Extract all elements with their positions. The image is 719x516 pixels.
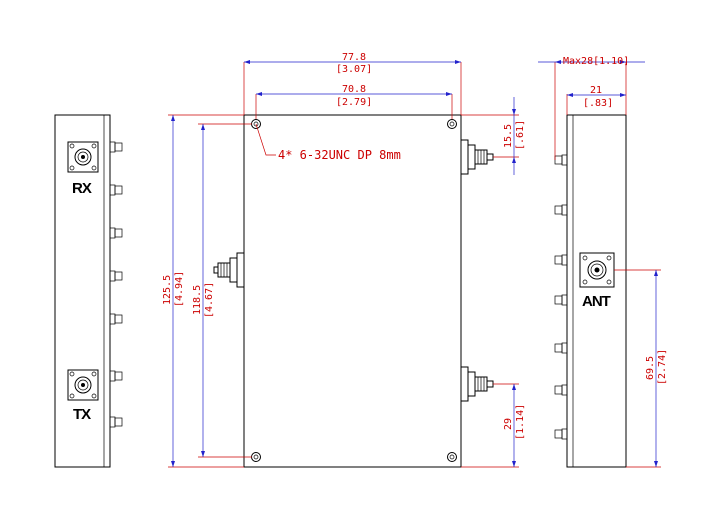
dim-hole-spacing-x: 70.8 [2.79] [255,84,453,119]
tx-connector-icon [67,369,99,401]
dim-height-in: [4.94] [174,271,185,307]
right-side-body [566,114,627,468]
dim-width-in: [3.07] [336,64,372,75]
dim-hole-y-mm: 118.5 [192,285,203,315]
dim-hole-x-in: [2.79] [336,97,372,108]
front-body [243,114,462,468]
mounting-holes [251,119,457,462]
dim-bottom-offset-in: [1.14] [515,404,526,440]
dim-width-mm: 77.8 [342,52,366,63]
dim-top-offset-mm: 15.5 [503,124,514,148]
right-side-view: ANT Max28[1.10] 21 [.83] 69.5 [2.74] [538,56,668,468]
dim-body-depth-in: [.83] [583,98,613,109]
top-sma-connector-icon [460,139,494,175]
left-side-body [54,114,111,468]
dim-hole-y-in: [4.67] [204,282,215,318]
mounting-note-text: 4* 6-32UNC DP 8mm [278,148,401,162]
dim-ant-offset-in: [2.74] [657,349,668,385]
dim-bottom-connector-offset: 29 [1.14] [461,383,526,468]
tx-label: TX [73,406,91,423]
dim-bottom-offset-mm: 29 [503,418,514,430]
left-side-view: RX TX [54,114,123,468]
dim-ant-offset: 69.5 [2.74] [614,269,668,468]
dim-body-depth: 21 [.83] [566,85,626,115]
left-side-screws [109,141,123,428]
dim-hole-x-mm: 70.8 [342,84,366,95]
dim-overall-height: 125.5 [4.94] [162,114,244,468]
bottom-sma-connector-icon [460,366,494,402]
left-sma-connector-icon [213,252,245,288]
dim-height-mm: 125.5 [162,275,173,305]
dim-body-depth-mm: 21 [590,85,602,96]
ant-connector-icon [579,252,615,288]
dim-max-depth: Max28[1.10] [538,56,645,160]
rx-connector-icon [67,141,99,173]
dim-max-depth-text: Max28[1.10] [563,56,629,67]
dim-overall-width: 77.8 [3.07] [243,52,462,115]
rx-label: RX [72,180,92,197]
dim-top-offset-in: [.61] [515,120,526,150]
front-view: 77.8 [3.07] 70.8 [2.79] 4* 6-32UNC DP 8m… [162,52,526,468]
mounting-note: 4* 6-32UNC DP 8mm [255,123,401,162]
dim-ant-offset-mm: 69.5 [645,356,656,380]
dim-top-connector-offset: 15.5 [.61] [461,97,526,175]
right-side-screws [554,154,568,440]
ant-label: ANT [582,293,611,310]
dim-hole-spacing-y: 118.5 [4.67] [192,123,252,458]
